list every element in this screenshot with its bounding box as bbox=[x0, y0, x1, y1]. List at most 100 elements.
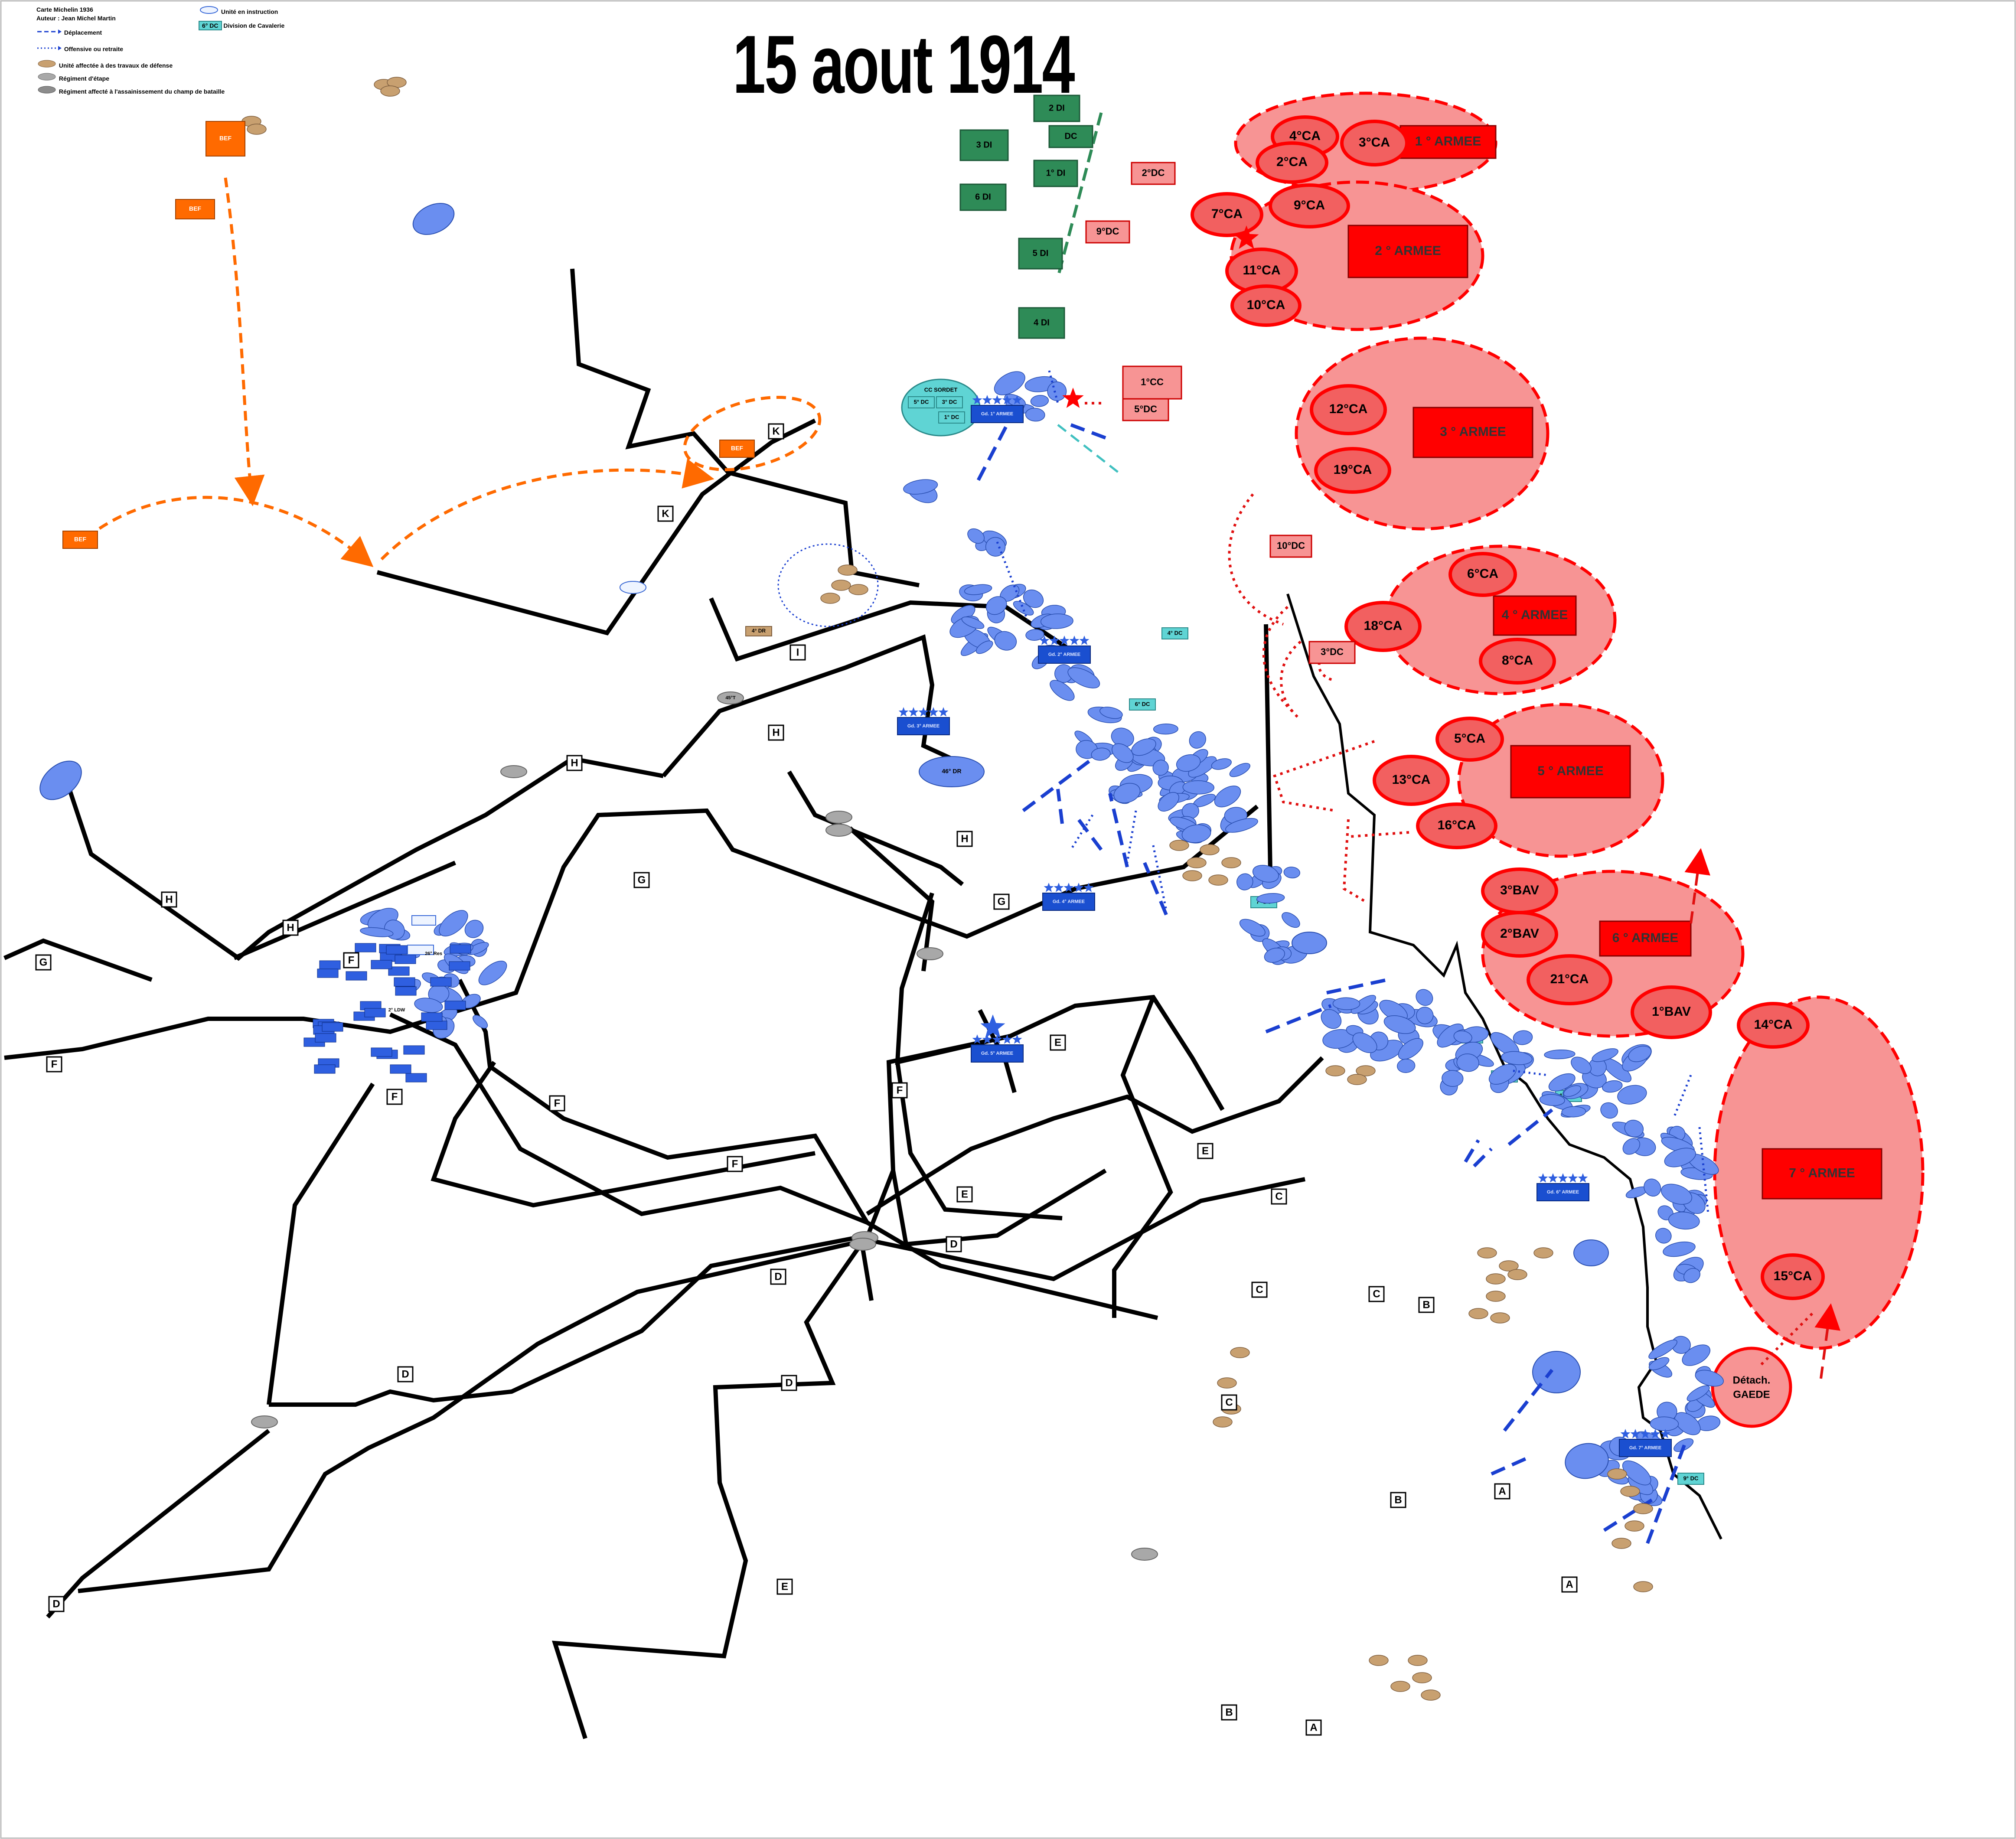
cavalry-box bbox=[1161, 627, 1188, 639]
german-unit-ellipse bbox=[1501, 1051, 1533, 1065]
british-routes bbox=[85, 177, 822, 567]
german-unit-ellipse bbox=[1214, 786, 1241, 808]
line-label: A bbox=[1566, 1578, 1573, 1590]
german-unit-ellipse bbox=[1664, 1148, 1696, 1167]
corps-label: 2°CA bbox=[1276, 155, 1308, 169]
line-label: C bbox=[1225, 1396, 1233, 1408]
line-label: F bbox=[897, 1084, 903, 1096]
hq-star-icon bbox=[1069, 636, 1080, 645]
french-cavalry-label: 9°DC bbox=[1096, 226, 1119, 237]
corps-ellipse bbox=[1340, 120, 1409, 166]
french-arrows bbox=[1684, 848, 1840, 1379]
german-unit-ellipse bbox=[1650, 1416, 1679, 1431]
detachment-label: GAEDE bbox=[1733, 1389, 1770, 1400]
corps-ellipse bbox=[1344, 601, 1422, 652]
german-unit-ellipse bbox=[1013, 601, 1034, 616]
german-hq-label: Gd. 2° ARMEE bbox=[1048, 652, 1080, 657]
german-offensive-line bbox=[1152, 845, 1168, 911]
line-label: D bbox=[785, 1377, 793, 1389]
german-regiment-box bbox=[322, 1022, 343, 1032]
german-unit-ellipse bbox=[439, 910, 468, 937]
corps-label: 16°CA bbox=[1438, 818, 1476, 832]
belgian-division-box bbox=[1018, 238, 1063, 270]
german-regiment-box bbox=[395, 955, 416, 964]
cavalry-box bbox=[1677, 1473, 1704, 1485]
german-unit-ellipse bbox=[1456, 1053, 1479, 1072]
line-label-box bbox=[789, 644, 806, 661]
defense-ellipse bbox=[1356, 1065, 1376, 1076]
corps-label: 2°BAV bbox=[1500, 926, 1539, 941]
british-label: BEF bbox=[74, 536, 86, 543]
corps-label: 3°CA bbox=[1359, 135, 1390, 150]
german-unit-ellipse bbox=[1548, 1073, 1576, 1092]
line-label-box bbox=[1050, 1034, 1066, 1051]
french-cavalry-box bbox=[1085, 220, 1130, 244]
line-label-box bbox=[48, 1596, 65, 1612]
etape-ellipse bbox=[825, 824, 852, 837]
defense-ellipse bbox=[380, 85, 400, 97]
belgian-division-box bbox=[1018, 307, 1065, 339]
corps-ellipse bbox=[1481, 911, 1558, 958]
german-unit-ellipse bbox=[1050, 680, 1075, 701]
line-label: F bbox=[348, 954, 355, 966]
line-label: F bbox=[51, 1058, 58, 1070]
french-offensive-arcs bbox=[1084, 402, 1814, 1367]
etape-ellipse bbox=[849, 1238, 876, 1251]
german-hq-label: Gd. 6° ARMEE bbox=[1547, 1190, 1579, 1195]
german-unit-ellipse bbox=[1283, 867, 1301, 879]
german-unit-ellipse bbox=[1292, 932, 1327, 954]
etape-ellipse bbox=[1131, 1548, 1158, 1561]
defense-ellipse bbox=[1620, 1486, 1640, 1497]
corps-label: 11°CA bbox=[1243, 263, 1280, 277]
line-label-box bbox=[566, 755, 583, 771]
hq-star-icon bbox=[1063, 883, 1074, 892]
british-box bbox=[719, 440, 755, 458]
army-box bbox=[1510, 745, 1631, 799]
line-label: C bbox=[1256, 1284, 1263, 1295]
corps-label: 5°CA bbox=[1454, 731, 1485, 746]
defense-ellipse bbox=[1169, 840, 1189, 851]
corps-ellipse bbox=[1416, 802, 1497, 849]
german-regiment-box bbox=[405, 1073, 427, 1083]
army-box bbox=[1413, 407, 1533, 458]
hq-star-icon bbox=[1578, 1173, 1588, 1183]
german-unit-ellipse bbox=[1416, 989, 1433, 1006]
defense-ellipse bbox=[1390, 1681, 1410, 1692]
line-label: H bbox=[287, 922, 294, 933]
corps-ellipse bbox=[1373, 755, 1450, 806]
belgian-division-label: 4 DI bbox=[1034, 318, 1050, 327]
defense-ellipse bbox=[1607, 1468, 1627, 1480]
hq-star-icon bbox=[938, 707, 949, 717]
hq-star-icon bbox=[1083, 883, 1094, 892]
german-unit-ellipse bbox=[1236, 873, 1253, 890]
legend-label: Régiment d'étape bbox=[59, 75, 110, 82]
german-unit-ellipse bbox=[1396, 1059, 1416, 1073]
german-unit-ellipse bbox=[1573, 1239, 1609, 1266]
german-unit-ellipse bbox=[964, 584, 992, 595]
german-move-arrow bbox=[1503, 1369, 1554, 1432]
cavalry-move-line bbox=[1057, 424, 1119, 473]
hq-star-icon bbox=[1079, 636, 1090, 645]
line-label-box bbox=[1197, 1143, 1214, 1159]
corps-label: 8°CA bbox=[1502, 653, 1533, 668]
defense-ellipse bbox=[831, 580, 851, 591]
german-unit-ellipse bbox=[1113, 783, 1141, 803]
german-unit-ellipse bbox=[473, 1015, 488, 1029]
german-unit-label: 46° DR bbox=[942, 768, 961, 775]
german-unit-ellipse bbox=[1398, 1038, 1423, 1060]
german-unit-ellipse bbox=[1561, 1106, 1586, 1118]
line-label: F bbox=[554, 1097, 561, 1109]
german-move-arrow bbox=[1143, 862, 1168, 916]
line-label-box bbox=[891, 1082, 908, 1099]
german-unit-ellipse bbox=[994, 371, 1025, 395]
german-unit-ellipse bbox=[986, 596, 1007, 615]
german-regiment-box bbox=[388, 966, 410, 976]
german-unit-ellipse bbox=[1682, 1344, 1711, 1366]
line-label-box bbox=[956, 831, 973, 847]
line-label: H bbox=[772, 727, 780, 738]
line-label-box bbox=[343, 952, 359, 968]
german-unit-ellipse bbox=[1655, 1228, 1672, 1244]
line-label-box bbox=[1418, 1297, 1435, 1313]
german-unit-ellipse bbox=[1239, 919, 1266, 937]
